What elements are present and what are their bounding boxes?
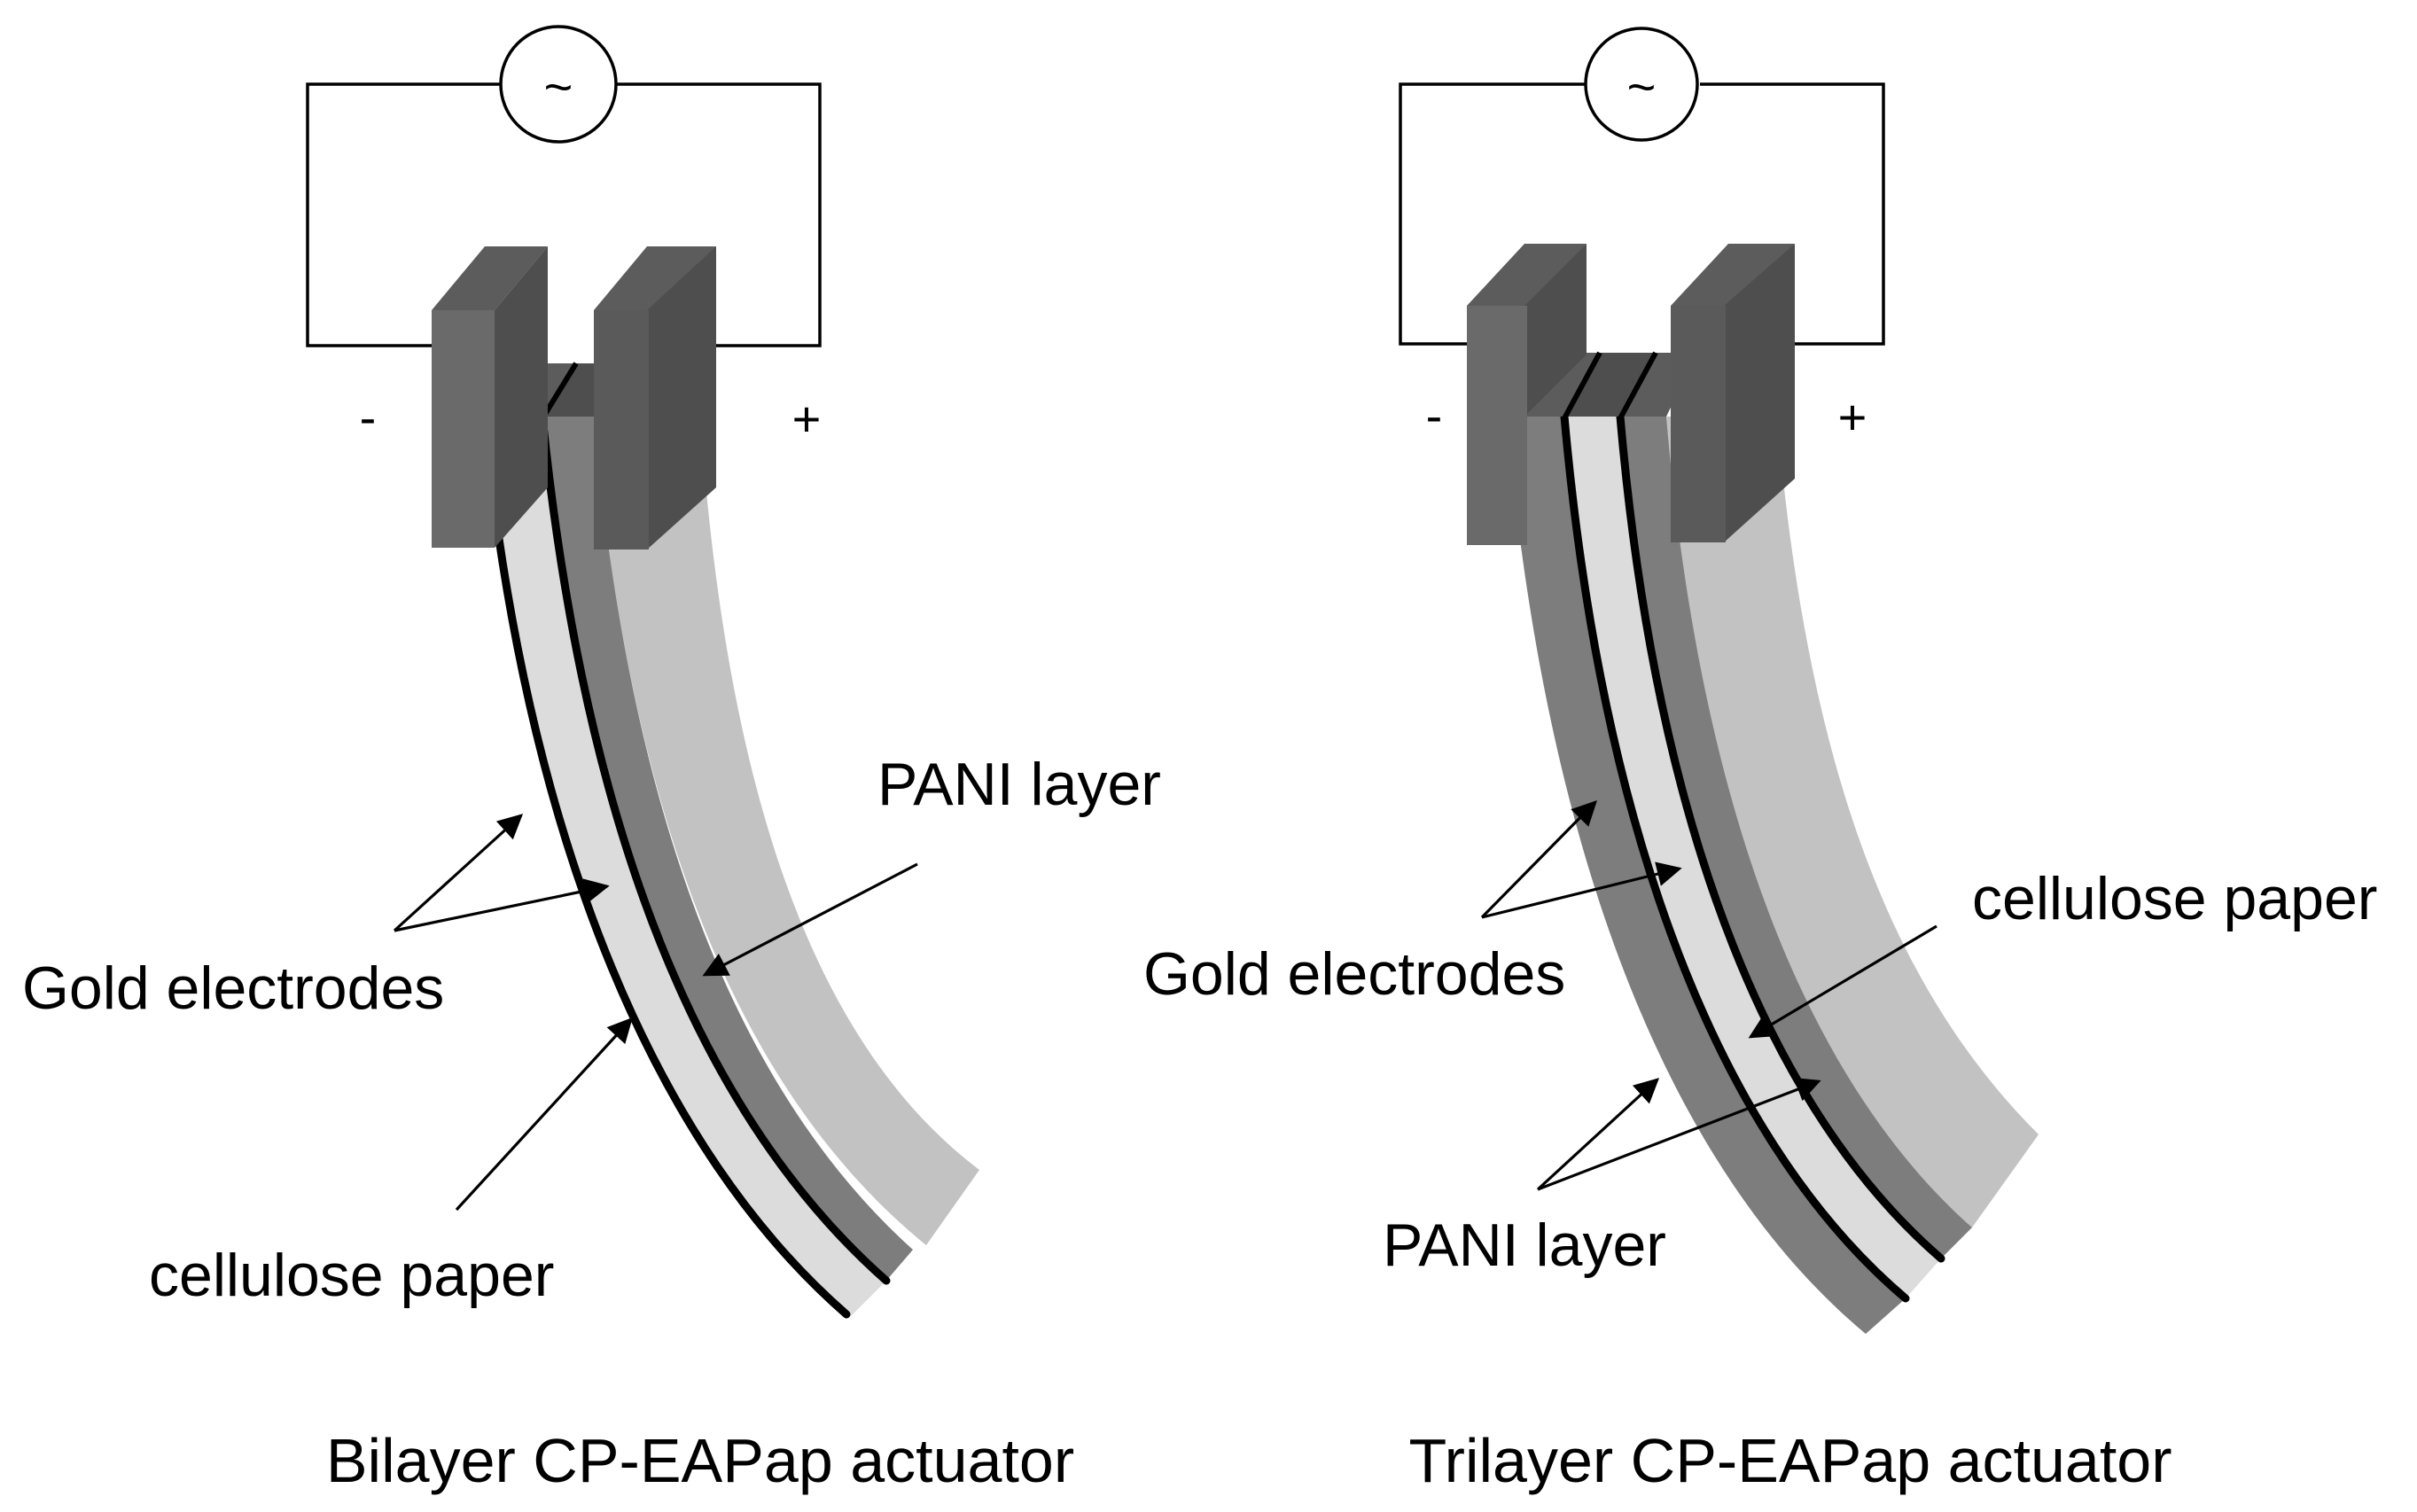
bilayer-sample-top-edge-2 <box>540 362 579 420</box>
trilayer-arrow-paper <box>1748 924 1937 1039</box>
bilayer-arrow-gold-1 <box>393 814 524 932</box>
trilayer-sample-top-2 <box>1564 353 1656 417</box>
trilayer-right-clamp <box>1671 244 1795 542</box>
trilayer-sample-top-edge <box>1562 351 1658 420</box>
trilayer-plus-sign: + <box>1838 389 1867 445</box>
trilayer-arrow-gold-1 <box>1480 800 1597 919</box>
bilayer-pani-layer <box>594 417 979 1245</box>
trilayer-circuit-wire <box>1399 82 1885 346</box>
trilayer-arrow-pani-1 <box>1536 1078 1660 1191</box>
bilayer-label-pani: PANI layer <box>877 751 1161 818</box>
bilayer-plus-sign: + <box>792 391 822 447</box>
trilayer-pani-front <box>1507 417 1906 1334</box>
trilayer-minus-sign: - <box>1426 387 1443 443</box>
bilayer-minus-sign: - <box>360 389 377 445</box>
bilayer-pani-edge <box>542 417 913 1281</box>
trilayer-caption: Trilayer CP-EAPap actuator <box>1408 1426 2171 1495</box>
trilayer-pani-back-edge <box>1620 417 1972 1259</box>
trilayer-ac-symbol: ~ <box>1627 58 1657 114</box>
bilayer-label-gold: Gold electrodes <box>22 955 444 1022</box>
bilayer-diagram: ~ - + PANI laye <box>22 25 1161 1495</box>
trilayer-cellulose-paper <box>1564 417 1941 1298</box>
trilayer-diagram: ~ - + <box>1143 27 2377 1495</box>
trilayer-label-pani: PANI layer <box>1383 1212 1666 1279</box>
trilayer-ac-source <box>1584 27 1699 142</box>
trilayer-gold-electrode-back <box>1616 412 1945 1263</box>
bilayer-ac-symbol: ~ <box>544 58 573 114</box>
trilayer-label-gold: Gold electrodes <box>1143 940 1565 1008</box>
trilayer-gold-electrode-front <box>1560 412 1910 1303</box>
bilayer-arrow-paper <box>455 1017 633 1212</box>
trilayer-arrow-gold-2 <box>1481 861 1682 919</box>
trilayer-left-clamp <box>1467 244 1587 545</box>
bilayer-caption: Bilayer CP-EAPap actuator <box>326 1426 1074 1495</box>
bilayer-right-clamp <box>594 246 716 549</box>
bilayer-left-clamp <box>432 246 548 548</box>
trilayer-arrow-pani-2 <box>1537 1077 1821 1191</box>
trilayer-pani-back <box>1666 417 2039 1228</box>
bilayer-gold-electrode-outer <box>480 412 851 1319</box>
trilayer-label-paper: cellulose paper <box>1972 865 2377 932</box>
bilayer-arrow-pani <box>702 862 918 977</box>
bilayer-gold-electrode-inner <box>538 412 891 1285</box>
bilayer-circuit-wire <box>306 82 822 347</box>
bilayer-ac-source <box>499 25 618 144</box>
bilayer-arrow-gold-2 <box>394 878 610 932</box>
bilayer-label-paper: cellulose paper <box>149 1242 554 1309</box>
